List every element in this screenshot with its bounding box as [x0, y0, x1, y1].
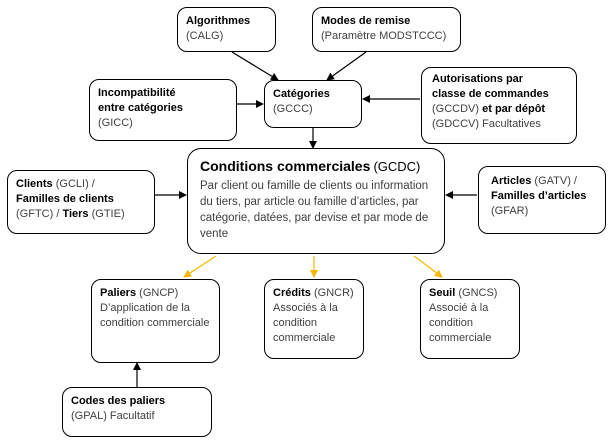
- node-autorisations-title-1: Autorisations par: [432, 73, 524, 85]
- node-codes-paliers-note: Facultatif: [109, 410, 155, 422]
- node-autorisations-code-2: (GDCCV): [432, 118, 480, 130]
- node-conditions-description: Par client ou famille de clients ou info…: [200, 180, 429, 240]
- node-paliers: Paliers (GNCP) D’application de la condi…: [91, 279, 220, 363]
- node-autorisations-connector: et par dépôt: [482, 103, 546, 115]
- node-credits: Crédits (GNCR) Associés à la condition c…: [264, 279, 364, 359]
- node-clients-code-2: (GFTC) /: [16, 208, 60, 220]
- node-conditions-commerciales: Conditions commerciales (GCDC) Par clien…: [187, 148, 445, 254]
- node-autorisations: Autorisations par classe de commandes (G…: [421, 67, 577, 144]
- node-seuil-description: Associé à la condition commerciale: [429, 302, 492, 344]
- node-autorisations-title-2: classe de commandes: [432, 88, 549, 100]
- node-codes-paliers: Codes des paliers (GPAL) Facultatif: [62, 387, 212, 437]
- arrow-conditions-to-seuil: [413, 255, 443, 278]
- node-seuil: Seuil (GNCS) Associé à la condition comm…: [420, 279, 520, 359]
- node-clients-title-3: Tiers: [62, 208, 89, 220]
- arrow-conditions-to-paliers: [183, 255, 217, 278]
- node-algorithmes-code: (CALG): [186, 30, 224, 42]
- node-autorisations-note: Facultatives: [482, 118, 541, 130]
- arrow-algorithmes-to-categories: [231, 51, 279, 81]
- node-clients-code-1: (GCLI) /: [55, 178, 95, 190]
- node-articles-code-2: (GFAR): [491, 205, 529, 217]
- node-modes-remise-title: Modes de remise: [321, 15, 411, 27]
- node-clients: Clients (GCLI) / Familles de clients (GF…: [7, 170, 155, 234]
- node-incompatibilite-title-2: entre catégories: [98, 102, 183, 114]
- node-articles: Articles (GATV) / Familles d’articles (G…: [478, 166, 606, 234]
- node-seuil-code: (GNCS): [458, 287, 498, 299]
- node-modes-remise: Modes de remise (Paramètre MODSTCCC): [312, 7, 461, 52]
- arrow-modes-to-categories: [326, 51, 367, 81]
- node-algorithmes: Algorithmes (CALG): [177, 7, 276, 52]
- node-clients-title-1: Clients: [16, 178, 53, 190]
- node-seuil-title: Seuil: [429, 287, 456, 299]
- node-autorisations-code-1: (GCCDV): [432, 103, 480, 115]
- node-algorithmes-title: Algorithmes: [186, 15, 251, 27]
- node-articles-title-1: Articles: [491, 175, 532, 187]
- node-paliers-description: D’application de la condition commercial…: [100, 302, 210, 329]
- node-conditions-title: Conditions commerciales: [200, 158, 371, 174]
- node-credits-description: Associés à la condition commerciale: [273, 302, 338, 344]
- node-articles-title-2: Familles d’articles: [491, 190, 587, 202]
- node-incompatibilite: Incompatibilité entre catégories (GICC): [89, 79, 237, 141]
- node-credits-code: (GNCR): [313, 287, 354, 299]
- node-paliers-code: (GNCP): [139, 287, 179, 299]
- node-modes-remise-code: (Paramètre MODSTCCC): [321, 30, 447, 42]
- node-conditions-code: (GCDC): [373, 159, 421, 174]
- node-categories-code: (GCCC): [273, 103, 313, 115]
- node-incompatibilite-title-1: Incompatibilité: [98, 87, 176, 99]
- node-categories: Catégories (GCCC): [264, 80, 362, 128]
- node-articles-code-1: (GATV) /: [534, 175, 577, 187]
- node-clients-code-3: (GTIE): [91, 208, 125, 220]
- node-codes-paliers-code: (GPAL): [71, 410, 107, 422]
- node-incompatibilite-code: (GICC): [98, 117, 133, 129]
- node-credits-title: Crédits: [273, 287, 311, 299]
- node-clients-title-2: Familles de clients: [16, 193, 114, 205]
- node-categories-title: Catégories: [273, 88, 330, 100]
- node-codes-paliers-title: Codes des paliers: [71, 395, 166, 407]
- node-paliers-title: Paliers: [100, 287, 137, 299]
